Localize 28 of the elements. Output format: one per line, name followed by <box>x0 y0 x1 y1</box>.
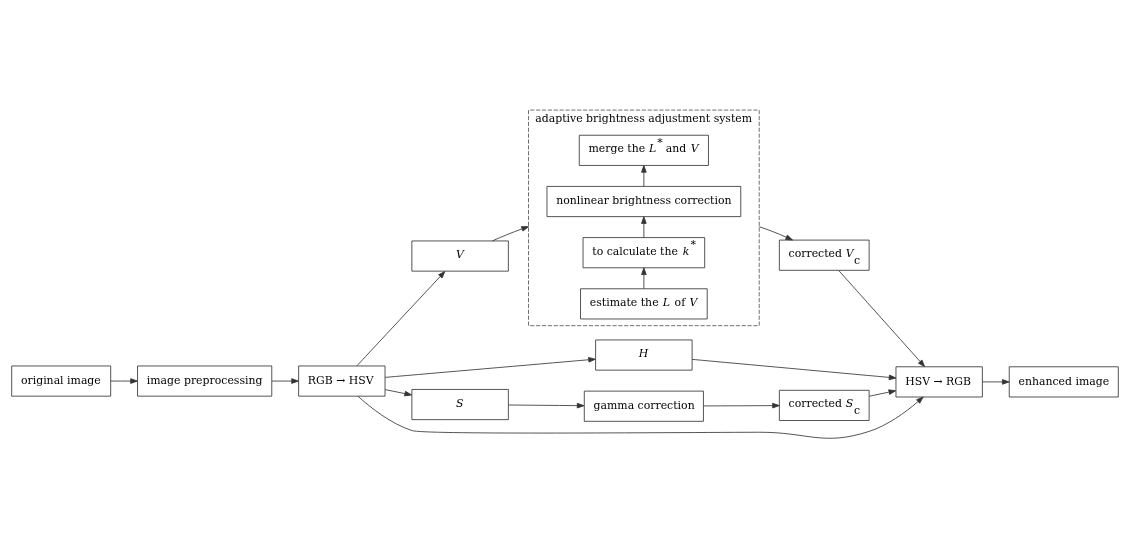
node-box: nonlinear brightness correction <box>546 186 742 218</box>
arrow <box>641 216 647 238</box>
arrow <box>703 402 780 409</box>
arrow <box>356 271 446 367</box>
arrow <box>508 402 585 409</box>
arrow <box>868 389 897 397</box>
arrow <box>357 395 924 439</box>
node-box: estimate the L of V <box>580 288 708 320</box>
node-box: enhanced image <box>1008 366 1119 398</box>
arrow <box>758 226 793 241</box>
node-box: gamma correction <box>583 390 704 422</box>
node-box: image preprocessing <box>137 365 273 397</box>
arrow <box>271 378 299 384</box>
node-box: RGB → HSV <box>298 365 386 397</box>
arrow <box>691 358 897 381</box>
arrow <box>641 267 647 290</box>
arrow <box>982 379 1010 385</box>
arrow <box>838 270 926 367</box>
arrow <box>641 165 647 187</box>
arrow <box>384 389 412 397</box>
node-box: original image <box>11 365 112 397</box>
arrow <box>384 357 596 378</box>
node-box: H <box>595 339 693 371</box>
arrow <box>110 378 138 384</box>
node-box: V <box>411 240 509 272</box>
node-box: S <box>411 389 509 421</box>
arrow <box>492 226 529 242</box>
node-box: HSV → RGB <box>895 366 983 398</box>
